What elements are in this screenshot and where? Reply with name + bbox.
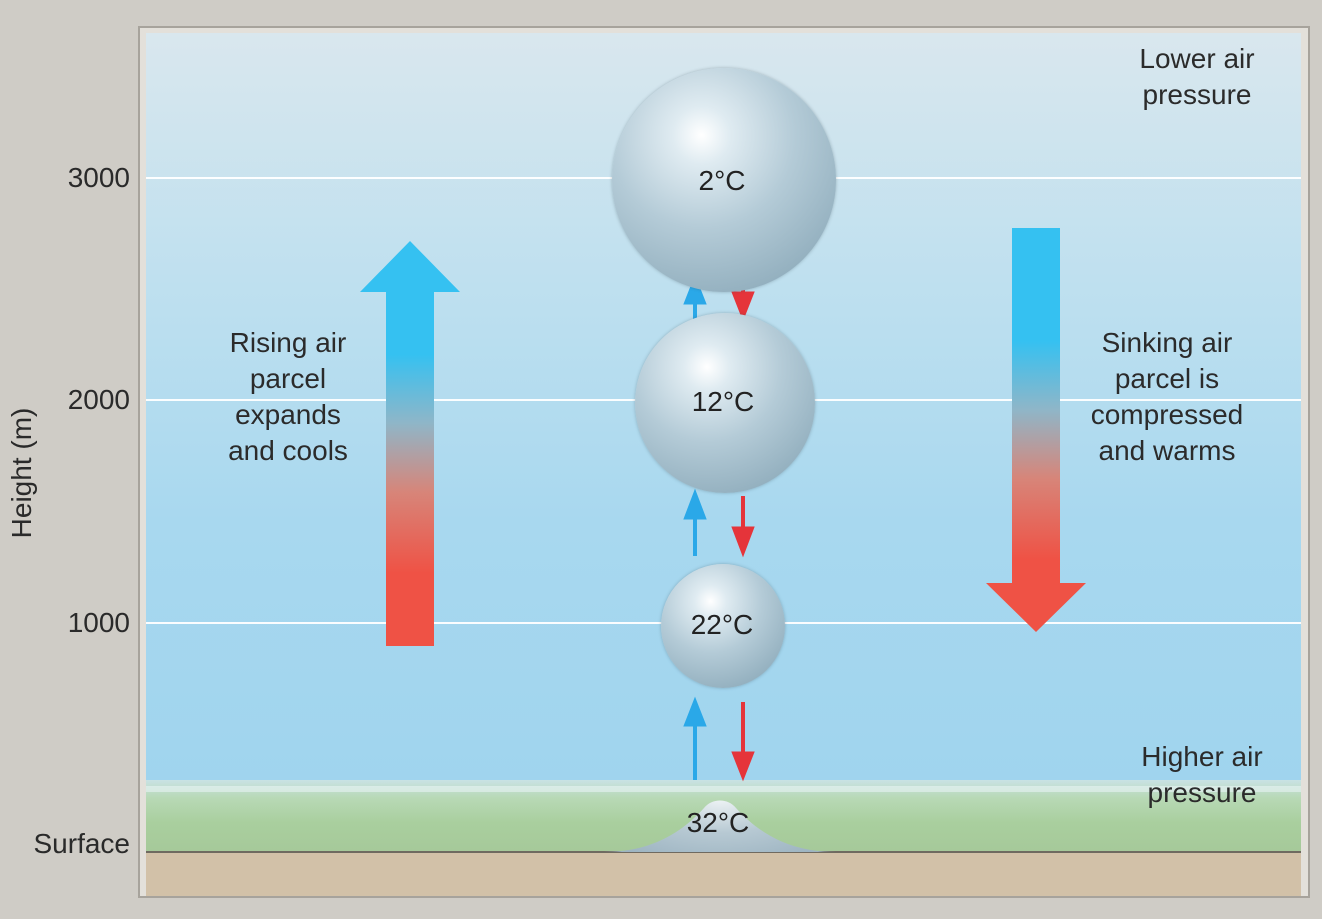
parcel-temp-1000m: 22°C [690, 609, 754, 640]
small-up-arrows [683, 274, 707, 780]
sinking-line-1: Sinking air [1101, 327, 1233, 358]
sinking-line-3: compressed [1090, 399, 1244, 430]
surface-label: Surface [33, 828, 131, 859]
sinking-line-4: and warms [1098, 435, 1236, 466]
parcel-temp-3000m: 2°C [698, 165, 746, 196]
rising-line-1: Rising air [229, 327, 347, 358]
lower-pressure-line-1: Lower air [1139, 43, 1255, 74]
parcel-sphere-3000m [612, 68, 836, 292]
sinking-description: Sinking air parcel is compressed and war… [1062, 325, 1272, 469]
parcel-temp-surface: 32°C [686, 807, 750, 838]
rising-line-2: parcel [249, 363, 327, 394]
lower-pressure-label: Lower air pressure [1107, 41, 1287, 113]
parcel-sphere-2000m [635, 313, 815, 493]
higher-pressure-line-2: pressure [1147, 777, 1257, 808]
rising-arrow [360, 241, 460, 646]
tick-1000: 1000 [67, 607, 130, 638]
rising-description: Rising air parcel expands and cools [188, 325, 388, 469]
sinking-line-2: parcel is [1114, 363, 1220, 394]
tick-3000: 3000 [67, 162, 130, 193]
soil-strip [146, 851, 1301, 896]
sinking-arrow [986, 228, 1086, 632]
parcel-sphere-1000m [661, 564, 785, 688]
parcel-temp-2000m: 12°C [691, 386, 755, 417]
higher-pressure-label: Higher air pressure [1112, 739, 1292, 811]
tick-2000: 2000 [67, 384, 130, 415]
lower-pressure-line-2: pressure [1142, 79, 1252, 110]
rising-line-3: expands [235, 399, 341, 430]
higher-pressure-line-1: Higher air [1141, 741, 1263, 772]
rising-line-4: and cools [228, 435, 348, 466]
small-down-arrows [731, 281, 755, 782]
